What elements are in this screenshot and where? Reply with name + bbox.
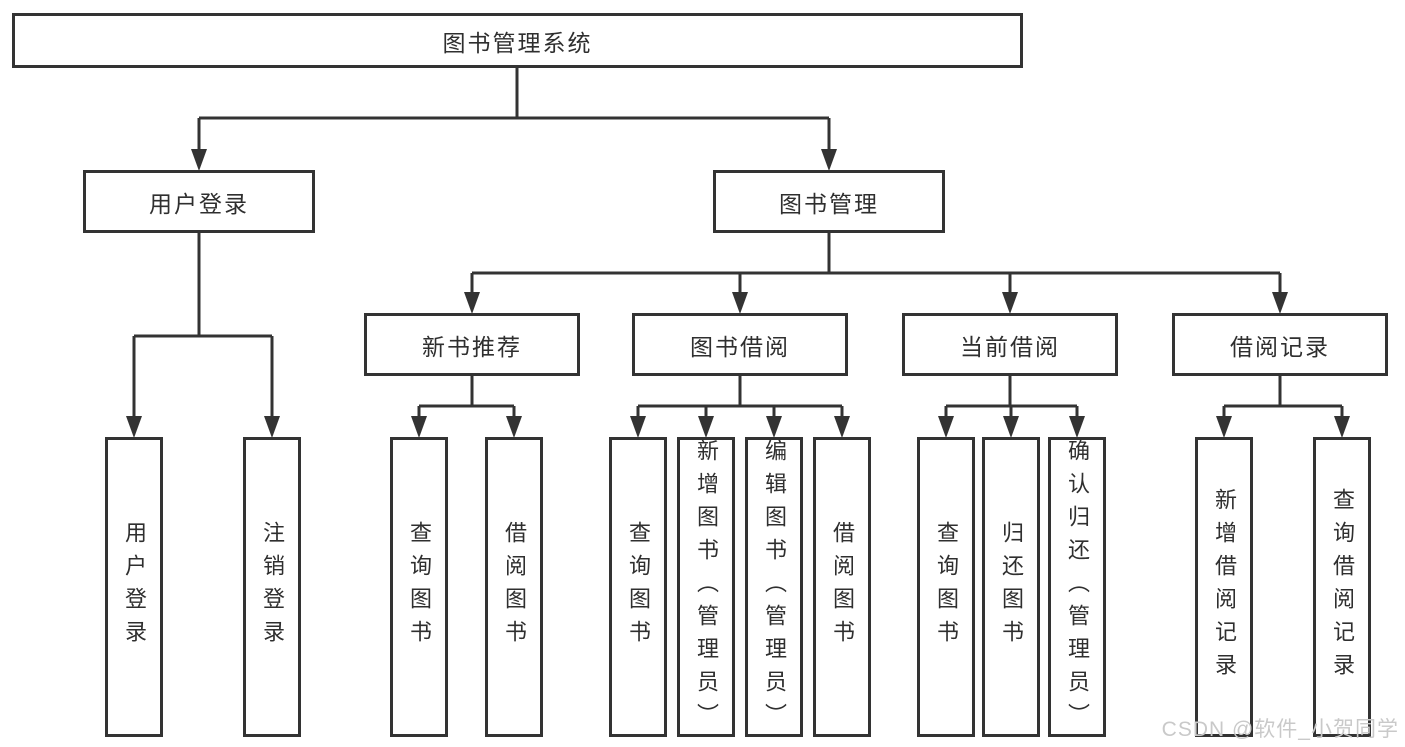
node-book-management: 图书管理 bbox=[713, 170, 945, 233]
leaf-query-books-current: 查询图书 bbox=[917, 437, 975, 737]
node-user-login-label: 用户登录 bbox=[149, 190, 249, 217]
leaf-borrow-books-recommend-label: 借阅图书 bbox=[502, 521, 527, 653]
leaf-edit-books-admin-label: 编辑图书（管理员） bbox=[762, 438, 787, 736]
node-book-management-label: 图书管理 bbox=[779, 190, 879, 217]
node-new-book-recommend: 新书推荐 bbox=[364, 313, 580, 376]
node-book-borrow-label: 图书借阅 bbox=[690, 333, 790, 360]
leaf-query-books-recommend: 查询图书 bbox=[390, 437, 448, 737]
leaf-edit-books-admin: 编辑图书（管理员） bbox=[745, 437, 803, 737]
node-current-borrow: 当前借阅 bbox=[902, 313, 1118, 376]
leaf-add-borrow-record: 新增借阅记录 bbox=[1195, 437, 1253, 737]
leaf-confirm-return-admin-label: 确认归还（管理员） bbox=[1065, 438, 1090, 736]
node-user-login: 用户登录 bbox=[83, 170, 315, 233]
node-new-book-recommend-label: 新书推荐 bbox=[422, 333, 522, 360]
leaf-borrow-books-recommend: 借阅图书 bbox=[485, 437, 543, 737]
leaf-query-books-borrow: 查询图书 bbox=[609, 437, 667, 737]
leaf-add-books-admin-label: 新增图书（管理员） bbox=[694, 438, 719, 736]
node-book-borrow: 图书借阅 bbox=[632, 313, 848, 376]
node-library-system: 图书管理系统 bbox=[12, 13, 1023, 68]
node-current-borrow-label: 当前借阅 bbox=[960, 333, 1060, 360]
leaf-logout-label: 注销登录 bbox=[260, 521, 285, 653]
node-library-system-label: 图书管理系统 bbox=[442, 29, 593, 56]
csdn-watermark: CSDN @软件_小贺同学 bbox=[1161, 718, 1399, 741]
arrowheads bbox=[126, 149, 1350, 438]
leaf-query-borrow-record: 查询借阅记录 bbox=[1313, 437, 1371, 737]
leaf-confirm-return-admin: 确认归还（管理员） bbox=[1048, 437, 1106, 737]
leaf-query-books-recommend-label: 查询图书 bbox=[407, 521, 432, 653]
leaf-user-login: 用户登录 bbox=[105, 437, 163, 737]
leaf-add-borrow-record-label: 新增借阅记录 bbox=[1212, 488, 1237, 686]
leaf-query-borrow-record-label: 查询借阅记录 bbox=[1330, 488, 1355, 686]
leaf-query-books-borrow-label: 查询图书 bbox=[626, 521, 651, 653]
leaf-borrow-books-label: 借阅图书 bbox=[830, 521, 855, 653]
leaf-return-books: 归还图书 bbox=[982, 437, 1040, 737]
node-borrow-records: 借阅记录 bbox=[1172, 313, 1388, 376]
node-borrow-records-label: 借阅记录 bbox=[1230, 333, 1330, 360]
leaf-query-books-current-label: 查询图书 bbox=[934, 521, 959, 653]
leaf-logout: 注销登录 bbox=[243, 437, 301, 737]
leaf-borrow-books: 借阅图书 bbox=[813, 437, 871, 737]
leaf-user-login-label: 用户登录 bbox=[122, 521, 147, 653]
leaf-return-books-label: 归还图书 bbox=[999, 521, 1024, 653]
leaf-add-books-admin: 新增图书（管理员） bbox=[677, 437, 735, 737]
